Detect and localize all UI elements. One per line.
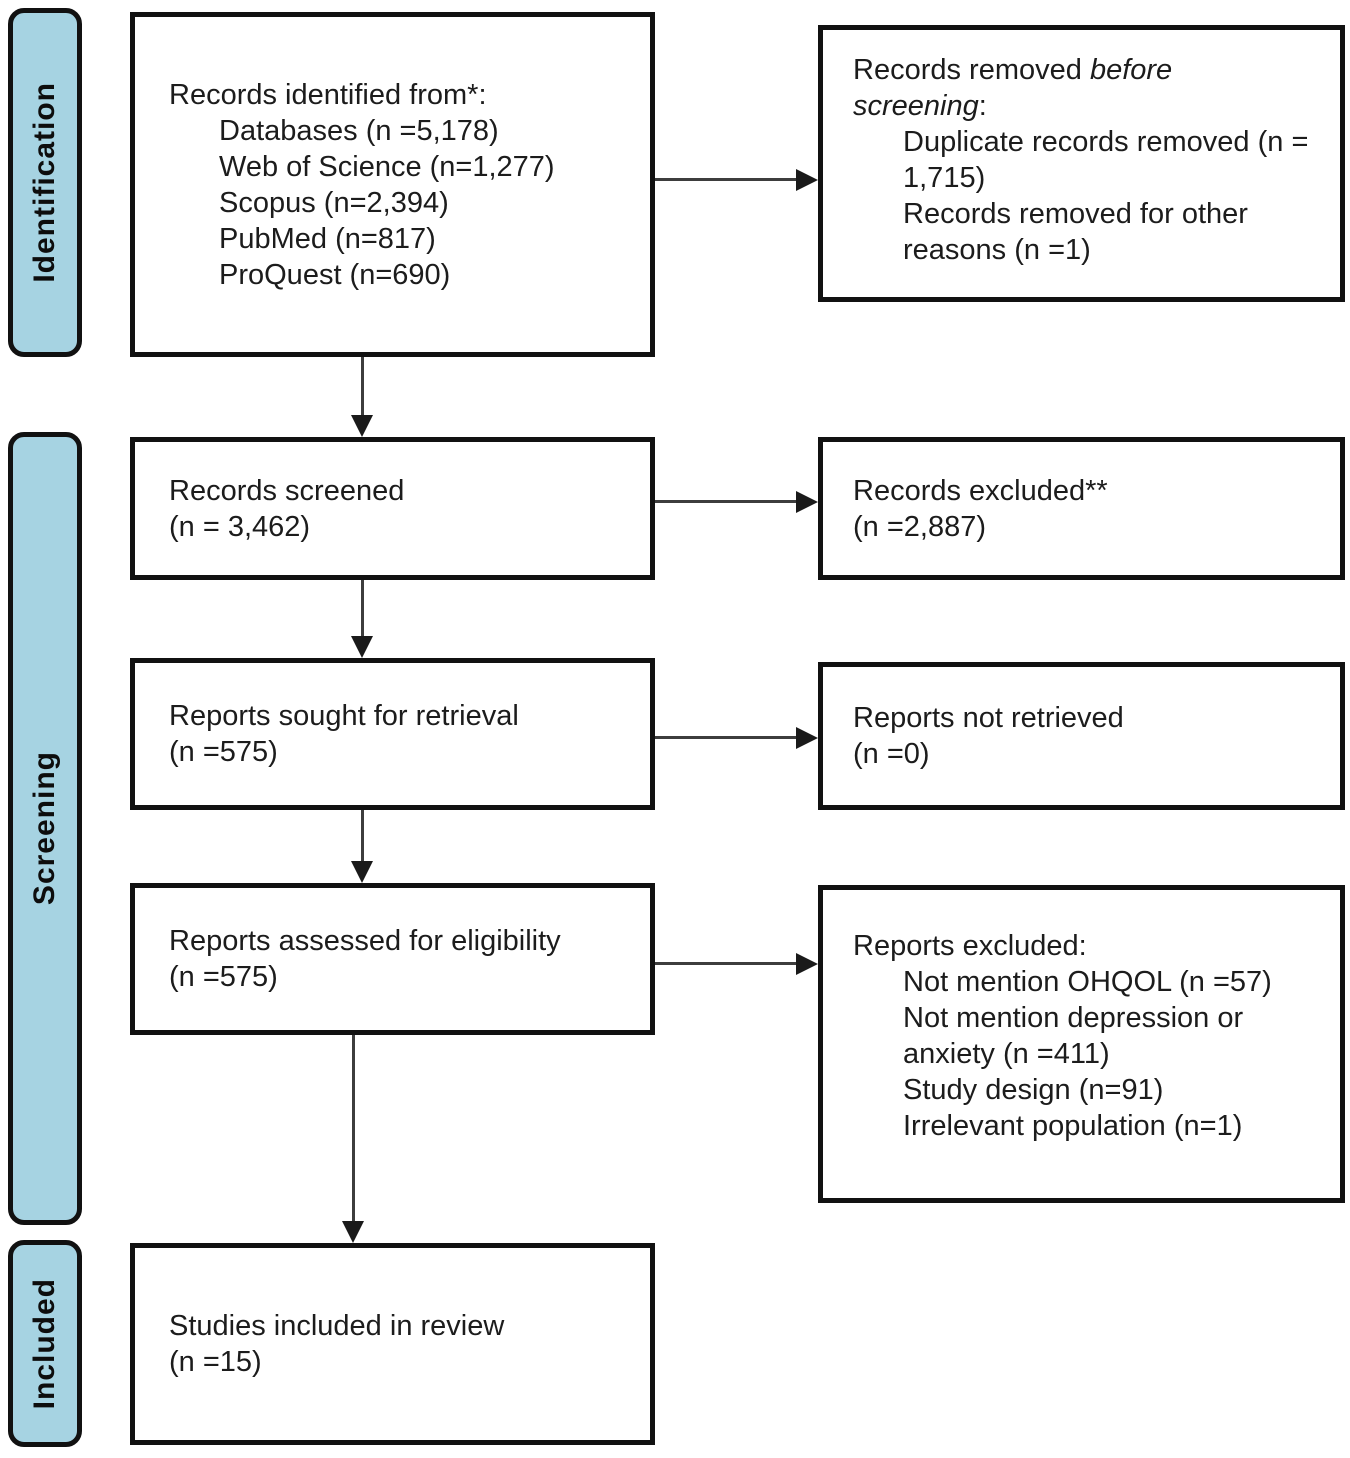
- arrow-assessed-to-reportsexcluded-head: [796, 953, 818, 975]
- arrow-sought-to-assessed-head: [351, 861, 373, 883]
- reports-assessed-count: (n =575): [169, 961, 278, 993]
- box-records-screened: Records screened (n = 3,462): [130, 437, 655, 580]
- box-reports-excluded: Reports excluded: Not mention OHQOL (n =…: [818, 885, 1345, 1203]
- box-reports-sought: Reports sought for retrieval (n =575): [130, 658, 655, 810]
- records-screened-count: (n = 3,462): [169, 510, 311, 543]
- records-removed-title: Records removed before screening:: [853, 52, 1320, 124]
- records-identified-title: Records identified from*:: [169, 78, 487, 111]
- reports-assessed-title: Reports assessed for eligibility: [169, 925, 561, 957]
- arrow-identified-to-removed-head: [796, 169, 818, 191]
- reports-excluded-title: Reports excluded:: [853, 930, 1087, 962]
- records-screened-title: Records screened: [169, 474, 405, 507]
- stage-label-screening: Screening: [8, 432, 82, 1225]
- stage-label-included-text: Included: [28, 1277, 61, 1410]
- source-pubmed: PubMed (n=817): [219, 222, 436, 255]
- records-excluded-title: Records excluded**: [853, 474, 1108, 507]
- arrow-assessed-to-included-line: [352, 1035, 355, 1223]
- arrow-identified-to-screened-line: [361, 357, 364, 417]
- arrow-assessed-to-included-head: [342, 1221, 364, 1243]
- reports-sought-count: (n =575): [169, 736, 278, 768]
- duplicates-removed: Duplicate records removed (n = 1,715): [903, 126, 1309, 194]
- studies-included-count: (n =15): [169, 1346, 262, 1378]
- removed-other-reasons: Records removed for other reasons (n =1): [903, 198, 1248, 266]
- arrow-identified-to-removed-line: [655, 178, 798, 181]
- arrow-sought-to-notretrieved-head: [796, 727, 818, 749]
- arrow-screened-to-excluded-head: [796, 491, 818, 513]
- source-proquest: ProQuest (n=690): [219, 258, 451, 291]
- box-records-removed-before-screening: Records removed before screening: Duplic…: [818, 25, 1345, 302]
- stage-label-included: Included: [8, 1240, 82, 1447]
- excluded-reason-depression-anxiety: Not mention depression or anxiety (n =41…: [903, 1002, 1244, 1070]
- excluded-reason-study-design: Study design (n=91): [903, 1074, 1164, 1106]
- box-records-excluded: Records excluded** (n =2,887): [818, 437, 1345, 580]
- arrow-screened-to-excluded-line: [655, 500, 798, 503]
- studies-included-title: Studies included in review: [169, 1310, 505, 1342]
- reports-sought-title: Reports sought for retrieval: [169, 700, 519, 732]
- arrow-assessed-to-reportsexcluded-line: [655, 962, 798, 965]
- stage-label-identification: Identification: [8, 8, 82, 357]
- box-studies-included: Studies included in review (n =15): [130, 1243, 655, 1445]
- box-reports-assessed: Reports assessed for eligibility (n =575…: [130, 883, 655, 1035]
- arrow-identified-to-screened-head: [351, 415, 373, 437]
- excluded-reason-population: Irrelevant population (n=1): [903, 1110, 1243, 1142]
- source-web-of-science: Web of Science (n=1,277): [219, 150, 555, 183]
- not-retrieved-count: (n =0): [853, 738, 930, 770]
- box-reports-not-retrieved: Reports not retrieved (n =0): [818, 662, 1345, 810]
- excluded-reason-ohqol: Not mention OHQOL (n =57): [903, 966, 1272, 998]
- records-removed-title-colon: :: [978, 90, 987, 122]
- records-removed-title-regular: Records removed: [853, 54, 1090, 86]
- box-records-identified: Records identified from*: Databases (n =…: [130, 12, 655, 357]
- source-databases: Databases (n =5,178): [219, 114, 499, 147]
- records-excluded-count: (n =2,887): [853, 510, 987, 543]
- records-removed-title-italic1: before: [1089, 54, 1173, 86]
- source-scopus: Scopus (n=2,394): [219, 186, 449, 219]
- not-retrieved-title: Reports not retrieved: [853, 702, 1124, 734]
- arrow-screened-to-sought-line: [361, 580, 364, 638]
- arrow-sought-to-notretrieved-line: [655, 736, 798, 739]
- stage-label-screening-text: Screening: [28, 751, 61, 906]
- arrow-sought-to-assessed-line: [361, 810, 364, 863]
- arrow-screened-to-sought-head: [351, 636, 373, 658]
- stage-label-identification-text: Identification: [28, 82, 61, 283]
- records-removed-title-italic2: screening: [853, 90, 979, 122]
